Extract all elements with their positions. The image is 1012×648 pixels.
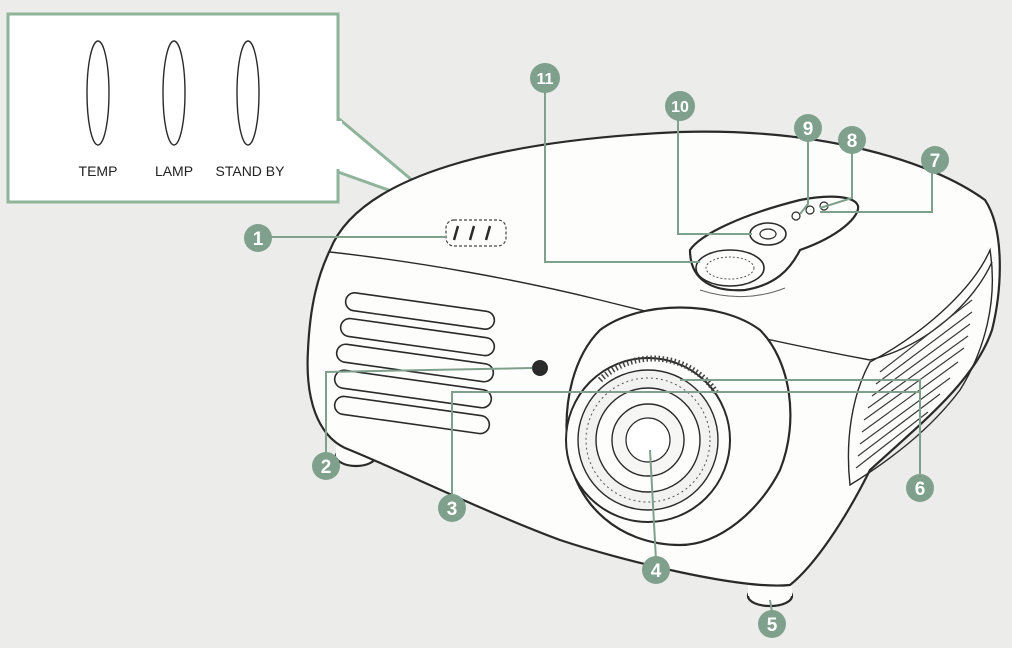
svg-text:6: 6	[915, 479, 926, 500]
standby-indicator-icon	[236, 40, 260, 146]
inset-frame	[6, 12, 340, 204]
svg-text:9: 9	[803, 119, 814, 140]
callout-3: 3	[438, 494, 466, 522]
svg-text:11: 11	[537, 71, 554, 88]
temp-indicator-icon	[86, 40, 110, 146]
svg-text:8: 8	[847, 131, 858, 152]
svg-text:2: 2	[321, 457, 332, 478]
zoom-dial	[695, 249, 765, 287]
indicator-inset: TEMP LAMP STAND BY	[6, 12, 452, 214]
svg-text:3: 3	[447, 499, 458, 520]
side-panel	[847, 247, 993, 487]
projector-body	[306, 130, 1001, 608]
callout-6: 6	[906, 474, 934, 502]
callout-5: 5	[758, 610, 786, 638]
standby-indicator-label: STAND BY	[216, 163, 286, 179]
projection-lens	[565, 357, 731, 523]
panel-button-b	[805, 205, 815, 215]
callout-9: 9	[794, 114, 822, 142]
callout-1: 1	[244, 224, 272, 252]
svg-text:4: 4	[651, 561, 662, 582]
callout-11: 11	[530, 63, 560, 93]
lamp-indicator-icon	[162, 40, 186, 146]
side-vent-grille	[855, 299, 973, 469]
temp-indicator-label: TEMP	[79, 163, 118, 179]
svg-text:1: 1	[253, 229, 264, 250]
svg-text:10: 10	[671, 99, 689, 116]
inset-pointer-mask	[334, 121, 342, 169]
svg-text:5: 5	[767, 615, 778, 636]
callout-4: 4	[642, 556, 670, 584]
callout-8: 8	[838, 126, 866, 154]
callout-7: 7	[921, 146, 949, 174]
callout-2: 2	[312, 452, 340, 480]
menu-button	[749, 222, 787, 246]
svg-text:7: 7	[930, 151, 941, 172]
leader-lines	[270, 90, 933, 613]
lamp-indicator-label: LAMP	[155, 163, 193, 179]
zoom-arc-marking	[699, 287, 786, 297]
callout-10: 10	[665, 91, 695, 121]
remote-sensor	[532, 360, 548, 376]
indicator-lamp-group	[445, 219, 507, 247]
callout-badges: 1 2 3 4 5 6 7 8	[244, 63, 949, 638]
panel-button-a	[791, 211, 801, 221]
